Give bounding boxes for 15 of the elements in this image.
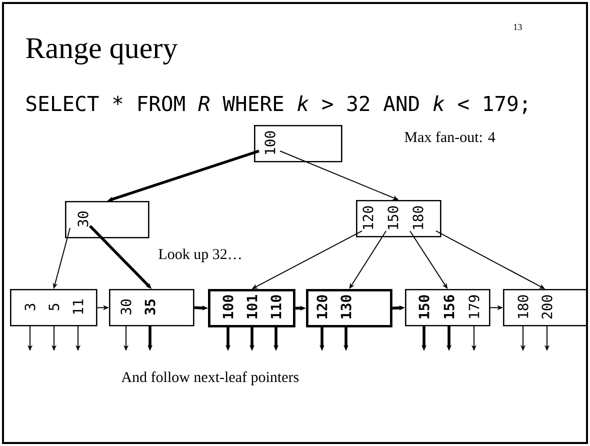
tree-node: 120 130 [306,289,392,328]
page-number: 13 [514,24,522,30]
tree-node: 100 101 110 [208,289,296,328]
note: And follow next-leaf pointers [121,371,299,386]
sql-query: SELECT * FROM R WHERE k > 32 AND k < 179; [26,95,526,114]
tree-node: 30 [65,201,150,238]
tree-node: 100 [254,125,342,162]
note: Max fan-out: 4 [404,131,496,142]
tree-node: 180 200 [503,289,588,326]
title: Range query [26,38,178,64]
tree-node: 30 35 [109,289,194,326]
tree-node: 120 150 180 [356,200,442,238]
note: Look up 32… [158,248,241,262]
tree-node: 150 156 179 [405,289,490,326]
tree-node: 3 5 11 [10,289,98,326]
